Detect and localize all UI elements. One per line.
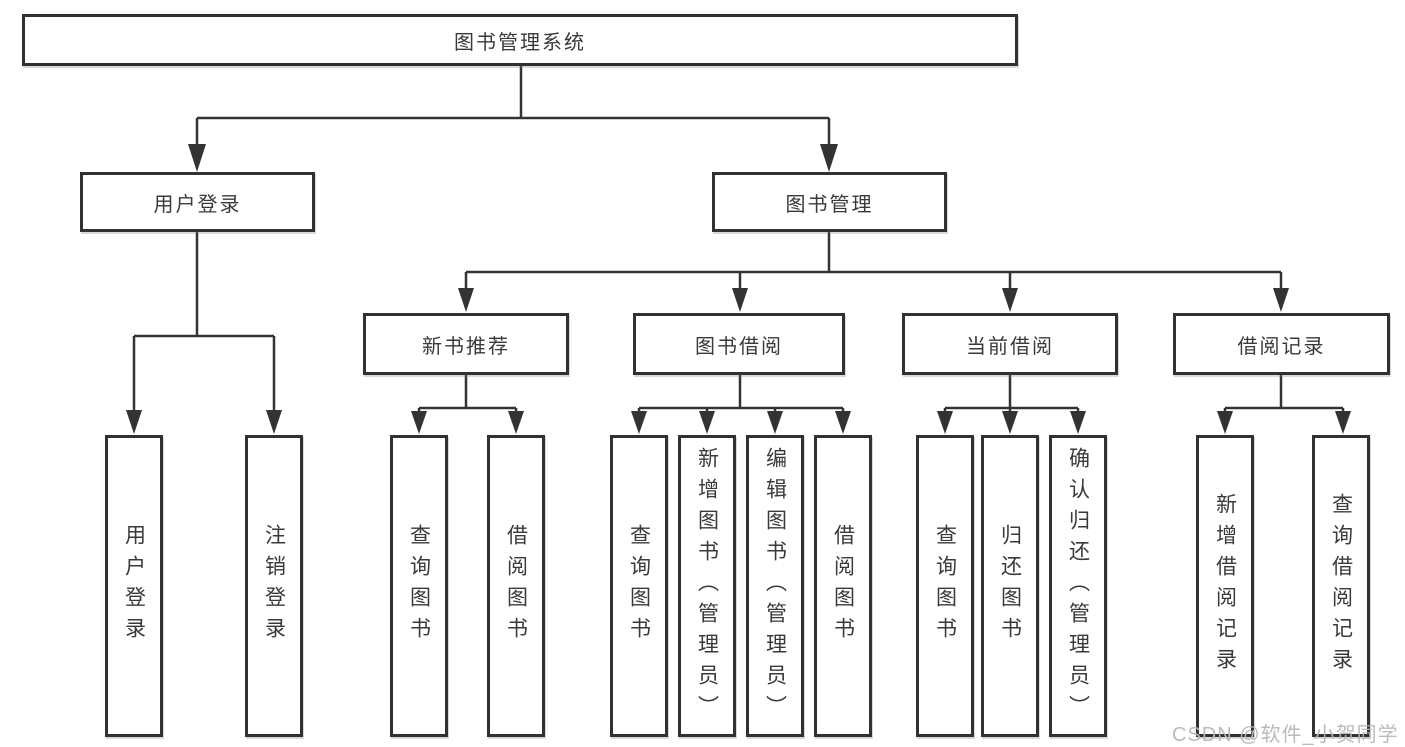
leaf-query-books-current: 查询图书 xyxy=(916,435,974,737)
leaf-query-borrow-record-label: 查询借阅记录 xyxy=(1329,493,1353,679)
leaf-add-books-admin-label: 新增图书（管理员） xyxy=(695,446,719,726)
leaf-query-books-borrow: 查询图书 xyxy=(610,435,668,737)
leaf-query-borrow-record: 查询借阅记录 xyxy=(1312,435,1370,737)
leaf-edit-books-admin: 编辑图书（管理员） xyxy=(746,435,804,737)
leaf-query-books-recommend: 查询图书 xyxy=(390,435,448,737)
leaf-borrow-books-recommend: 借阅图书 xyxy=(487,435,545,737)
leaf-borrow-books-label: 借阅图书 xyxy=(831,524,855,648)
leaf-borrow-books: 借阅图书 xyxy=(814,435,872,737)
leaf-query-books-current-label: 查询图书 xyxy=(933,524,957,648)
leaf-return-books-label: 归还图书 xyxy=(998,524,1022,648)
leaf-user-login-label: 用户登录 xyxy=(122,524,146,648)
leaf-add-books-admin: 新增图书（管理员） xyxy=(678,435,736,737)
node-current-borrow: 当前借阅 xyxy=(902,313,1118,375)
node-new-book-recommend: 新书推荐 xyxy=(363,313,569,375)
leaf-add-borrow-record: 新增借阅记录 xyxy=(1196,435,1254,737)
leaf-query-books-recommend-label: 查询图书 xyxy=(407,524,431,648)
csdn-watermark: CSDN @软件_小贺同学 xyxy=(1172,724,1399,746)
node-user-login-label: 用户登录 xyxy=(153,193,242,216)
leaf-logout: 注销登录 xyxy=(245,435,303,737)
leaf-query-books-borrow-label: 查询图书 xyxy=(627,524,651,648)
node-borrow-records: 借阅记录 xyxy=(1173,313,1390,375)
leaf-logout-label: 注销登录 xyxy=(262,524,286,648)
node-book-management-label: 图书管理 xyxy=(785,193,874,216)
node-current-borrow-label: 当前借阅 xyxy=(966,335,1054,358)
leaf-confirm-return-admin: 确认归还（管理员） xyxy=(1049,435,1107,737)
node-book-management: 图书管理 xyxy=(712,172,947,232)
node-root-label: 图书管理系统 xyxy=(454,31,586,54)
node-new-book-recommend-label: 新书推荐 xyxy=(422,335,510,358)
node-book-borrow-label: 图书借阅 xyxy=(695,335,783,358)
node-borrow-records-label: 借阅记录 xyxy=(1237,335,1326,358)
leaf-return-books: 归还图书 xyxy=(981,435,1039,737)
node-book-borrow: 图书借阅 xyxy=(633,313,845,375)
leaf-user-login: 用户登录 xyxy=(105,435,163,737)
node-user-login: 用户登录 xyxy=(80,172,315,232)
leaf-add-borrow-record-label: 新增借阅记录 xyxy=(1213,493,1237,679)
leaf-borrow-books-recommend-label: 借阅图书 xyxy=(504,524,528,648)
leaf-edit-books-admin-label: 编辑图书（管理员） xyxy=(763,446,787,726)
node-root: 图书管理系统 xyxy=(22,14,1018,66)
leaf-confirm-return-admin-label: 确认归还（管理员） xyxy=(1066,446,1090,726)
